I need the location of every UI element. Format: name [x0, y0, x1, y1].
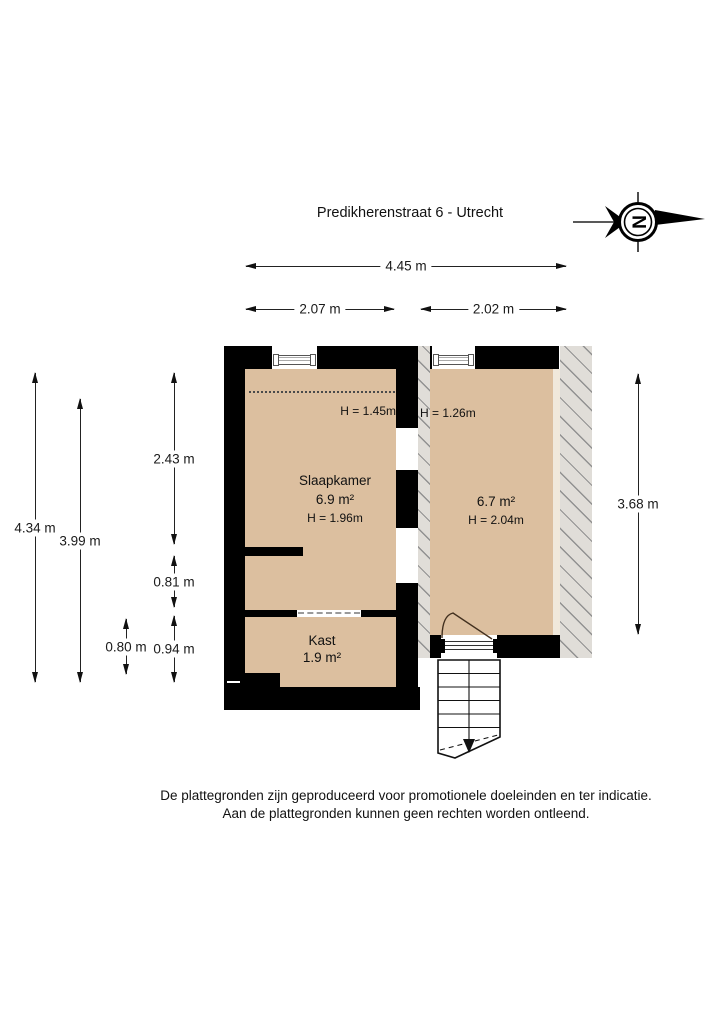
room-area: 6.9 m²: [315, 492, 355, 507]
window-icon: [272, 346, 317, 369]
sloped-ceiling-hatch-zone: [560, 346, 592, 658]
kast-door-opening: [297, 610, 361, 617]
dimension-label: 0.80 m: [102, 638, 150, 655]
wall-left: [224, 346, 245, 710]
sloped-ceiling-hatch-strip: [418, 346, 430, 658]
room-ceiling-height: H = 2.04m: [468, 513, 524, 527]
window-icon: [432, 346, 475, 369]
wall-kast-notch: [245, 673, 280, 687]
low-ceiling-dotted-line: [249, 391, 395, 393]
slaapkamer-low-ceiling-label: H = 1.45m: [340, 404, 396, 418]
attic-label-block: 6.7 m² H = 2.04m: [436, 492, 556, 529]
room-attic-floor: [430, 369, 553, 635]
door-opening: [441, 635, 497, 658]
dimension-label: 3.68 m: [614, 495, 662, 513]
knee-wall-strip: [553, 369, 560, 658]
compass-north-letter: N: [628, 215, 649, 229]
disclaimer-text: De plattegronden zijn geproduceerd voor …: [96, 787, 716, 823]
disclaimer-line-1: De plattegronden zijn geproduceerd voor …: [160, 788, 652, 803]
room-ceiling-height: H = 1.96m: [307, 511, 363, 525]
dimension-right-height: 3.68 m: [614, 373, 662, 635]
wall-opening: [396, 528, 418, 583]
wall-top-left: [224, 346, 418, 369]
wall-notch-tick: [227, 681, 240, 683]
wall-attic-bottom-right: [497, 635, 560, 658]
stairs-icon: [437, 659, 501, 759]
room-name: Kast: [308, 633, 336, 648]
compass-tail: [605, 206, 627, 238]
stairs-down-arrow: [463, 739, 475, 753]
attic-low-ceiling-label: H = 1.26m: [420, 406, 476, 420]
door-swing-icon: [441, 612, 493, 640]
dimension-label: 3.99 m: [56, 532, 104, 549]
dimension-label: 4.45 m: [380, 258, 432, 274]
room-area: 1.9 m²: [302, 650, 342, 665]
disclaimer-line-2: Aan de plattegronden kunnen geen rechten…: [222, 806, 590, 821]
dimension-left-room-width: 2.07 m: [245, 301, 395, 317]
compass-arrow: [655, 210, 705, 225]
room-area: 6.7 m²: [476, 494, 516, 509]
dimension-segment-bottom: 0.94 m: [150, 615, 198, 683]
slaapkamer-label-block: Slaapkamer 6.9 m² H = 1.96m: [270, 471, 400, 527]
dimension-label: 2.02 m: [467, 301, 520, 317]
dimension-total-width: 4.45 m: [245, 258, 567, 274]
dimension-inner-height: 3.99 m: [56, 398, 104, 683]
room-slaapkamer-floor: [245, 369, 396, 687]
dimension-segment-top: 2.43 m: [150, 372, 198, 545]
wall-opening: [396, 428, 418, 470]
compass-north-icon: N: [573, 192, 705, 252]
dimension-label: 2.43 m: [150, 450, 198, 467]
dimension-label: 0.81 m: [150, 573, 198, 590]
dimension-closet-height: 0.80 m: [102, 618, 150, 675]
dimension-label: 4.34 m: [11, 519, 59, 536]
room-name: Slaapkamer: [298, 473, 372, 488]
dimension-segment-middle: 0.81 m: [150, 555, 198, 608]
dimension-label: 2.07 m: [294, 301, 346, 317]
kast-label-block: Kast 1.9 m²: [262, 632, 382, 666]
dimension-outer-height: 4.34 m: [11, 372, 59, 683]
dimension-right-room-width: 2.02 m: [420, 301, 567, 317]
dimension-label: 0.94 m: [150, 640, 198, 658]
wall-bottom: [224, 687, 420, 710]
wall-stub: [245, 547, 303, 556]
page-title: Predikherenstraat 6 - Utrecht: [316, 205, 504, 221]
wall-attic-bottom-left: [430, 635, 441, 658]
